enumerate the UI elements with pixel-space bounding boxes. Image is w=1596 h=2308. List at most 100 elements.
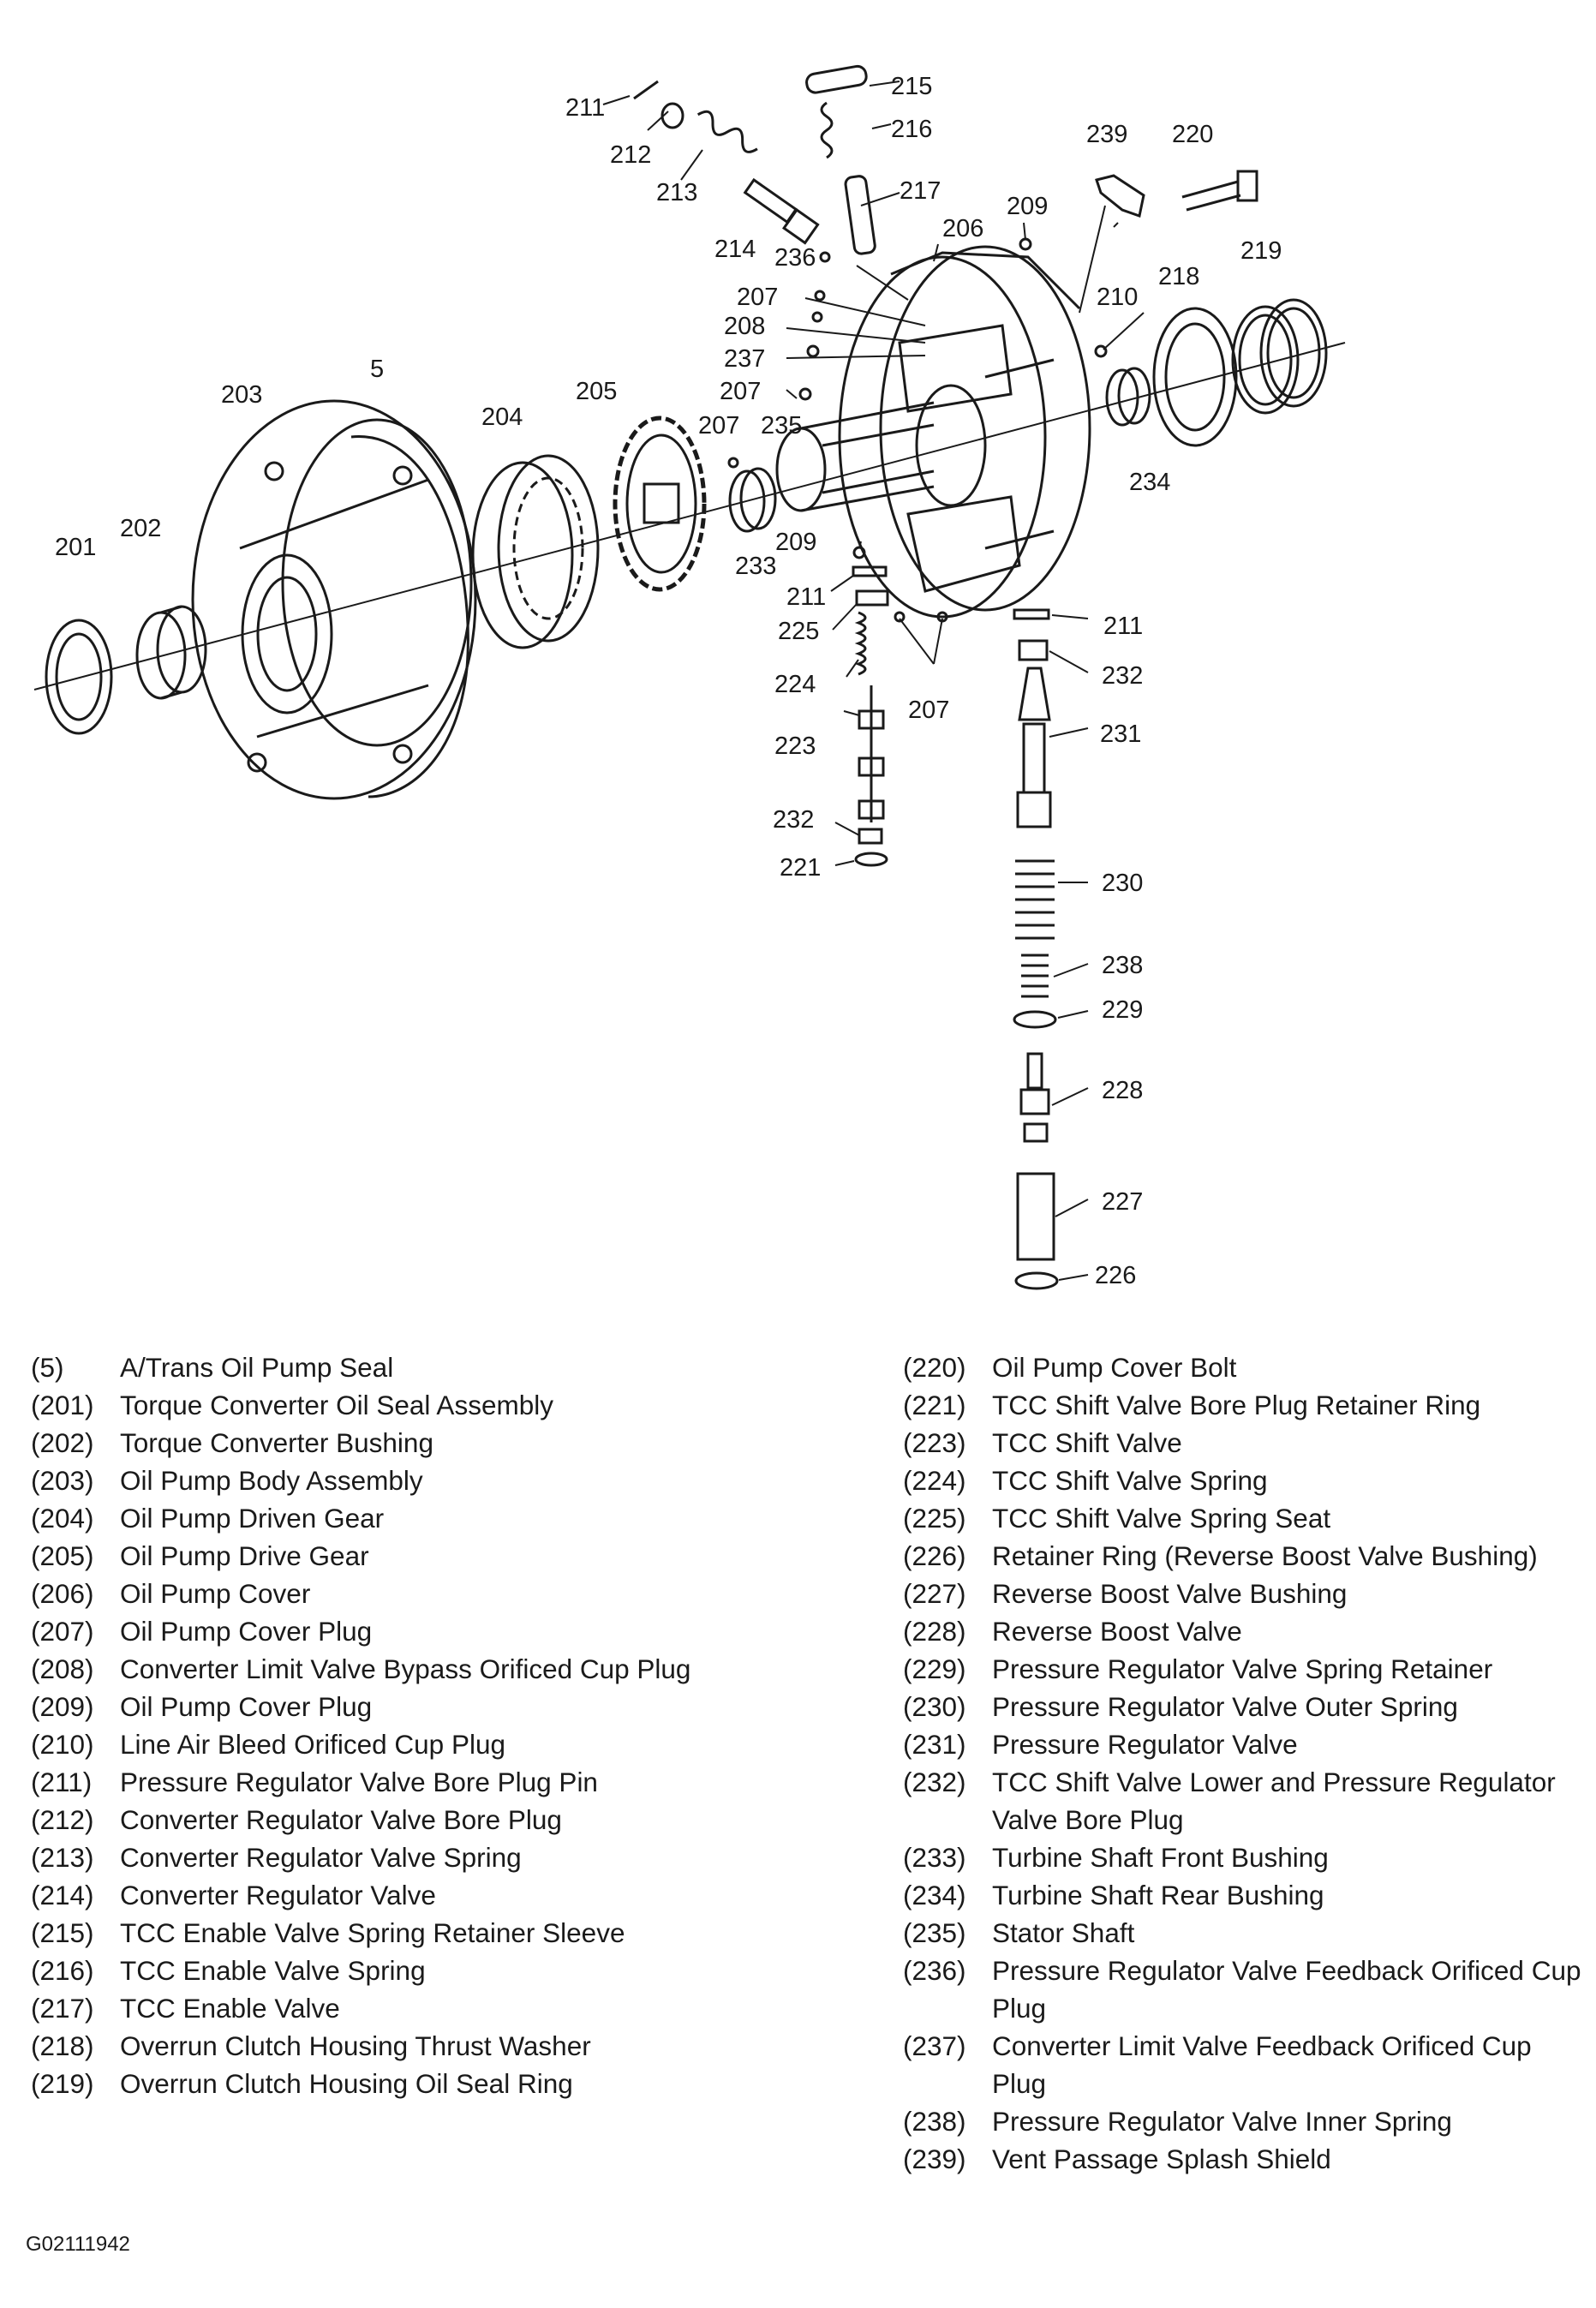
legend-item-description: Overrun Clutch Housing Oil Seal Ring bbox=[120, 2068, 573, 2099]
legend-item: (211)Pressure Regulator Valve Bore Plug … bbox=[31, 1763, 785, 1801]
oil-pump-drive-gear bbox=[613, 416, 707, 592]
legend-item-number: (201) bbox=[31, 1390, 94, 1420]
legend-item-number: (204) bbox=[31, 1503, 94, 1534]
legend-item: (207)Oil Pump Cover Plug bbox=[31, 1612, 785, 1650]
legend-item: (212)Converter Regulator Valve Bore Plug bbox=[31, 1801, 785, 1839]
legend-item: (208)Converter Limit Valve Bypass Orific… bbox=[31, 1650, 785, 1688]
callout-209: 209 bbox=[1007, 193, 1048, 220]
legend-item-number: (226) bbox=[903, 1540, 966, 1571]
legend-item: (223)TCC Shift Valve bbox=[903, 1424, 1588, 1462]
legend-item: (231)Pressure Regulator Valve bbox=[903, 1725, 1588, 1763]
callout-231: 231 bbox=[1100, 721, 1141, 748]
callout-211: 211 bbox=[786, 583, 826, 611]
callout-228: 228 bbox=[1102, 1077, 1143, 1104]
legend-item-description: Converter Regulator Valve bbox=[120, 1880, 436, 1910]
callout-225: 225 bbox=[778, 618, 819, 645]
callout-206: 206 bbox=[942, 215, 983, 242]
oil-pump-cover-bolt bbox=[1181, 170, 1258, 212]
legend-item-description: Turbine Shaft Front Bushing bbox=[992, 1842, 1329, 1873]
legend-item: (216)TCC Enable Valve Spring bbox=[31, 1952, 785, 1989]
callout-5: 5 bbox=[370, 356, 384, 383]
legend-item: (225)TCC Shift Valve Spring Seat bbox=[903, 1499, 1588, 1537]
callout-226: 226 bbox=[1095, 1262, 1136, 1289]
legend-item: (226) Retainer Ring (Reverse Boost Valve … bbox=[903, 1537, 1588, 1575]
legend-item-number: (234) bbox=[903, 1880, 966, 1910]
legend-item-description: Retainer Ring (Reverse Boost Valve Bushi… bbox=[992, 1540, 1538, 1571]
callout-210: 210 bbox=[1097, 284, 1138, 311]
legend-item-number: (231) bbox=[903, 1729, 966, 1760]
legend-item: (5)A/Trans Oil Pump Seal bbox=[31, 1348, 785, 1386]
legend-item: (209)Oil Pump Cover Plug bbox=[31, 1688, 785, 1725]
legend-item-number: (216) bbox=[31, 1955, 94, 1986]
legend-item: (227)Reverse Boost Valve Bushing bbox=[903, 1575, 1588, 1612]
legend-item: (229)Pressure Regulator Valve Spring Ret… bbox=[903, 1650, 1588, 1688]
legend-item: (205)Oil Pump Drive Gear bbox=[31, 1537, 785, 1575]
legend-item: (204) Oil Pump Driven Gear bbox=[31, 1499, 785, 1537]
callout-216: 216 bbox=[891, 116, 932, 143]
legend-item: (213)Converter Regulator Valve Spring bbox=[31, 1839, 785, 1876]
legend-item-number: (211) bbox=[31, 1767, 93, 1797]
legend-item: (234) Turbine Shaft Rear Bushing bbox=[903, 1876, 1588, 1914]
callout-232: 232 bbox=[1102, 662, 1143, 690]
oil-pump-body bbox=[191, 399, 477, 800]
legend-item-description: Stator Shaft bbox=[992, 1917, 1135, 1948]
legend-item-number: (220) bbox=[903, 1352, 966, 1383]
legend-right-column: (220)Oil Pump Cover Bolt(221)TCC Shift V… bbox=[903, 1348, 1588, 2178]
callout-230: 230 bbox=[1102, 870, 1143, 897]
legend-item: (220) Oil Pump Cover Bolt bbox=[903, 1348, 1588, 1386]
figure-code: G02111942 bbox=[26, 2233, 130, 2256]
legend-item-description: Pressure Regulator Valve Spring Retainer bbox=[992, 1653, 1493, 1684]
callout-202: 202 bbox=[120, 515, 161, 542]
legend-item-number: (218) bbox=[31, 2030, 94, 2061]
legend-item: (219)Overrun Clutch Housing Oil Seal Rin… bbox=[31, 2065, 785, 2102]
callout-212: 212 bbox=[610, 141, 651, 169]
legend-item-description: Oil Pump Cover Plug bbox=[120, 1691, 373, 1722]
callout-204: 204 bbox=[481, 404, 523, 431]
legend-item-description: Line Air Bleed Orificed Cup Plug bbox=[120, 1729, 505, 1760]
legend-item-description: Reverse Boost Valve Bushing bbox=[992, 1578, 1348, 1609]
legend-item-number: (221) bbox=[903, 1390, 966, 1420]
callout-229: 229 bbox=[1102, 996, 1143, 1024]
legend-item-number: (215) bbox=[31, 1917, 94, 1948]
callout-234: 234 bbox=[1129, 469, 1170, 496]
callout-215: 215 bbox=[891, 73, 932, 100]
callout-207: 207 bbox=[698, 412, 739, 439]
legend-item-number: (238) bbox=[903, 2106, 966, 2137]
legend-item: (218)Overrun Clutch Housing Thrust Washe… bbox=[31, 2027, 785, 2065]
legend-item: (214) Converter Regulator Valve bbox=[31, 1876, 785, 1914]
legend-item: (201)Torque Converter Oil Seal Assembly bbox=[31, 1386, 785, 1424]
cup-plugs bbox=[727, 237, 1108, 623]
legend-item-description: TCC Shift Valve bbox=[992, 1427, 1182, 1458]
legend-item-description: Vent Passage Splash Shield bbox=[992, 2144, 1331, 2174]
legend-item-number: (207) bbox=[31, 1616, 94, 1647]
legend-item: (236)Pressure Regulator Valve Feedback O… bbox=[903, 1952, 1588, 2027]
callout-224: 224 bbox=[774, 671, 816, 698]
legend-item: (228) Reverse Boost Valve bbox=[903, 1612, 1588, 1650]
callout-211: 211 bbox=[565, 94, 605, 122]
legend-item: (233)Turbine Shaft Front Bushing bbox=[903, 1839, 1588, 1876]
legend-item-number: (237) bbox=[903, 2030, 966, 2061]
legend-item-description: Oil Pump Drive Gear bbox=[120, 1540, 369, 1571]
legend-item-number: (235) bbox=[903, 1917, 966, 1948]
legend-item-number: (228) bbox=[903, 1616, 966, 1647]
legend-item-number: (236) bbox=[903, 1955, 966, 1986]
legend-item-description: Oil Pump Cover Bolt bbox=[992, 1352, 1237, 1383]
legend-item: (230)Pressure Regulator Valve Outer Spri… bbox=[903, 1688, 1588, 1725]
legend-item-number: (214) bbox=[31, 1880, 94, 1910]
callout-207: 207 bbox=[720, 378, 761, 405]
legend-item-description: Turbine Shaft Rear Bushing bbox=[992, 1880, 1324, 1910]
legend-item-number: (206) bbox=[31, 1578, 94, 1609]
callout-220: 220 bbox=[1172, 121, 1213, 148]
legend-item: (238)Pressure Regulator Valve Inner Spri… bbox=[903, 2102, 1588, 2140]
callout-237: 237 bbox=[724, 345, 765, 373]
legend-item-description: TCC Shift Valve Spring bbox=[992, 1465, 1268, 1496]
legend-item: (221)TCC Shift Valve Bore Plug Retainer … bbox=[903, 1386, 1588, 1424]
legend-item-description: Reverse Boost Valve bbox=[992, 1616, 1242, 1647]
legend-item: (215)TCC Enable Valve Spring Retainer Sl… bbox=[31, 1914, 785, 1952]
callout-207: 207 bbox=[737, 284, 778, 311]
callout-213: 213 bbox=[656, 179, 697, 206]
torque-converter-bushing bbox=[135, 605, 207, 700]
callout-235: 235 bbox=[761, 412, 802, 439]
callout-236: 236 bbox=[774, 244, 816, 272]
legend-item-description: Oil Pump Driven Gear bbox=[120, 1503, 385, 1534]
